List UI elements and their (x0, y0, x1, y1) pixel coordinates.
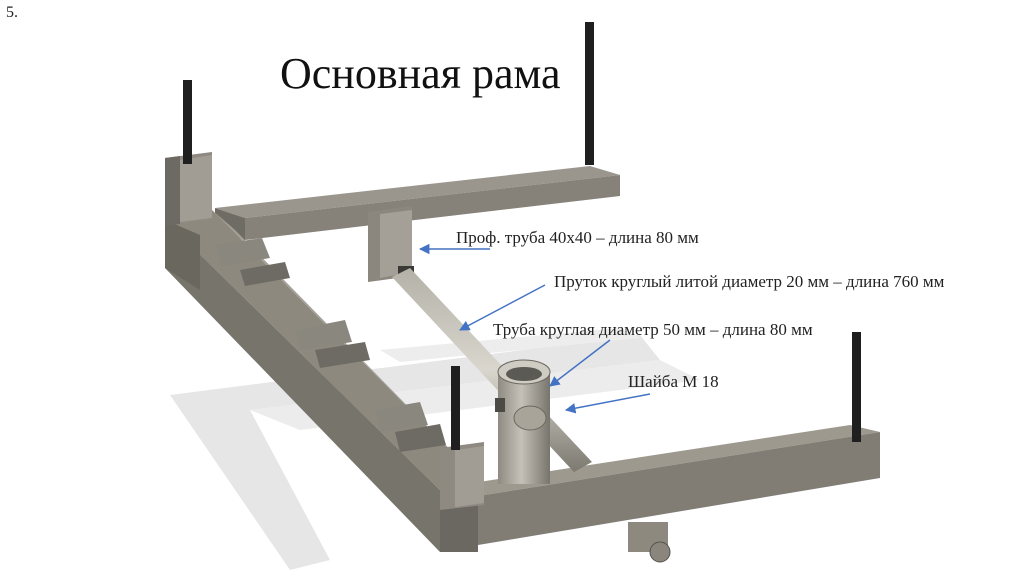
callout-arrows (418, 243, 651, 414)
label-round-tube: Труба круглая диаметр 50 мм – длина 80 м… (493, 320, 813, 339)
back-crossbar (215, 166, 620, 240)
arrow-round-tube (549, 339, 611, 387)
label-washer: Шайба М 18 (628, 372, 719, 391)
label-round-bar: Пруток круглый литой диаметр 20 мм – дли… (554, 272, 945, 291)
corner-post-back-left (165, 152, 212, 226)
angle-brackets (215, 238, 446, 452)
under-bracket (628, 522, 671, 563)
corner-post-front-left (440, 442, 484, 510)
label-prof-tube: Проф. труба 40х40 – длина 80 мм (456, 228, 699, 247)
arrow-round-bar (459, 284, 546, 331)
slide-number: 5. (6, 4, 18, 21)
round-tube-50mm (495, 359, 551, 484)
threaded-studs (183, 22, 861, 450)
slide-title: Основная рама (280, 49, 561, 98)
arrow-washer (564, 393, 651, 414)
